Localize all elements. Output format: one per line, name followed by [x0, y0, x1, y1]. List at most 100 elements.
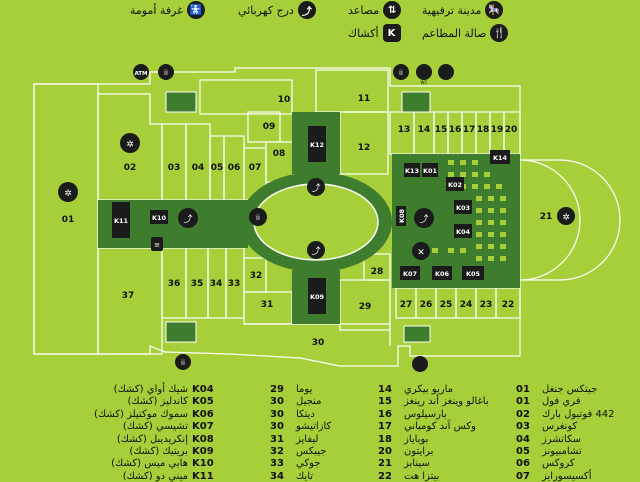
amusement-park-icon [557, 207, 575, 225]
kiosk-k05[interactable] [462, 266, 484, 280]
mother-room-icon: 🚼 [186, 1, 205, 19]
unit-label: 18 [477, 125, 490, 135]
unit-label: 05 [211, 163, 224, 173]
restroom-icon [249, 208, 267, 226]
legend-label: غرفة أمومة [130, 3, 183, 17]
unit-label: 32 [250, 271, 263, 281]
legend-top: 🚼 غرفة أمومة ⤴ درج كهربائي ⇅ مصاعد 🎠 مدي… [0, 0, 640, 46]
unit-label: 33 [228, 279, 241, 289]
unit-label: 11 [358, 94, 371, 104]
svg-text:ii: ii [399, 69, 403, 77]
stairs-block [165, 321, 197, 343]
escalator-icon [307, 241, 325, 259]
unit-label: 22 [502, 300, 515, 310]
legend-item-mother-room: 🚼 غرفة أمومة [130, 1, 205, 19]
kiosk-k12[interactable] [308, 126, 326, 162]
unit-label: 19 [491, 125, 504, 135]
legend-label: مصاعد [348, 3, 380, 17]
restroom-icon [158, 64, 174, 80]
unit-label: 17 [463, 125, 476, 135]
kiosk-k01[interactable] [422, 163, 438, 177]
unit-label: 10 [278, 95, 291, 105]
svg-text:✲: ✲ [126, 140, 134, 150]
kiosk-k09[interactable] [308, 278, 326, 314]
unit-label: 20 [505, 125, 518, 135]
legend-label: أكشاك [348, 26, 379, 40]
food-court-icon: 🍴 [490, 24, 509, 42]
unit-label: 27 [400, 300, 413, 310]
kiosk-k14[interactable] [490, 150, 510, 164]
unit-label: 09 [263, 122, 276, 132]
kiosk-label: K05 [466, 270, 481, 278]
legend-item-food-court: 🍴 صالة المطاعم [422, 24, 509, 42]
legend-label: مدينة ترفيهية [422, 3, 482, 17]
kiosk-k03[interactable] [454, 200, 472, 214]
kiosk-k04[interactable] [454, 224, 472, 238]
kiosk-k13[interactable] [404, 163, 420, 177]
kiosk-k10[interactable] [150, 210, 168, 224]
restroom-icon [175, 354, 191, 370]
unit-label: 30 [312, 338, 325, 348]
unit-label: 31 [261, 300, 274, 310]
kiosk-label: K10 [152, 214, 167, 222]
svg-text:⤴: ⤴ [419, 213, 428, 225]
kiosk-label: K04 [456, 228, 471, 236]
svg-text:⤴: ⤴ [311, 245, 320, 257]
kiosk-label: K07 [403, 270, 417, 278]
stairs-block [401, 91, 431, 113]
svg-text:⤴: ⤴ [183, 213, 192, 225]
kiosk-k08[interactable] [396, 206, 406, 226]
mother-room-icon [438, 64, 454, 80]
svg-text:ii: ii [181, 359, 185, 367]
legend-label: درج كهربائي [238, 3, 294, 17]
unit-label: 02 [124, 163, 137, 173]
kiosk-k11[interactable] [112, 202, 130, 238]
unit-label: 21 [540, 212, 553, 222]
escalator-icon [414, 208, 434, 228]
kiosk-label: K08 [398, 208, 406, 223]
kiosk-k06[interactable] [432, 266, 452, 280]
kiosk-k07[interactable] [400, 266, 420, 280]
unit-label: 34 [210, 279, 223, 289]
unit-label: 06 [228, 163, 241, 173]
kiosk-k02[interactable] [446, 177, 464, 191]
unit-label: 23 [480, 300, 493, 310]
kiosk-label: K13 [405, 167, 419, 175]
kiosk-label: K09 [310, 293, 325, 301]
amusement-park-icon [58, 182, 78, 202]
